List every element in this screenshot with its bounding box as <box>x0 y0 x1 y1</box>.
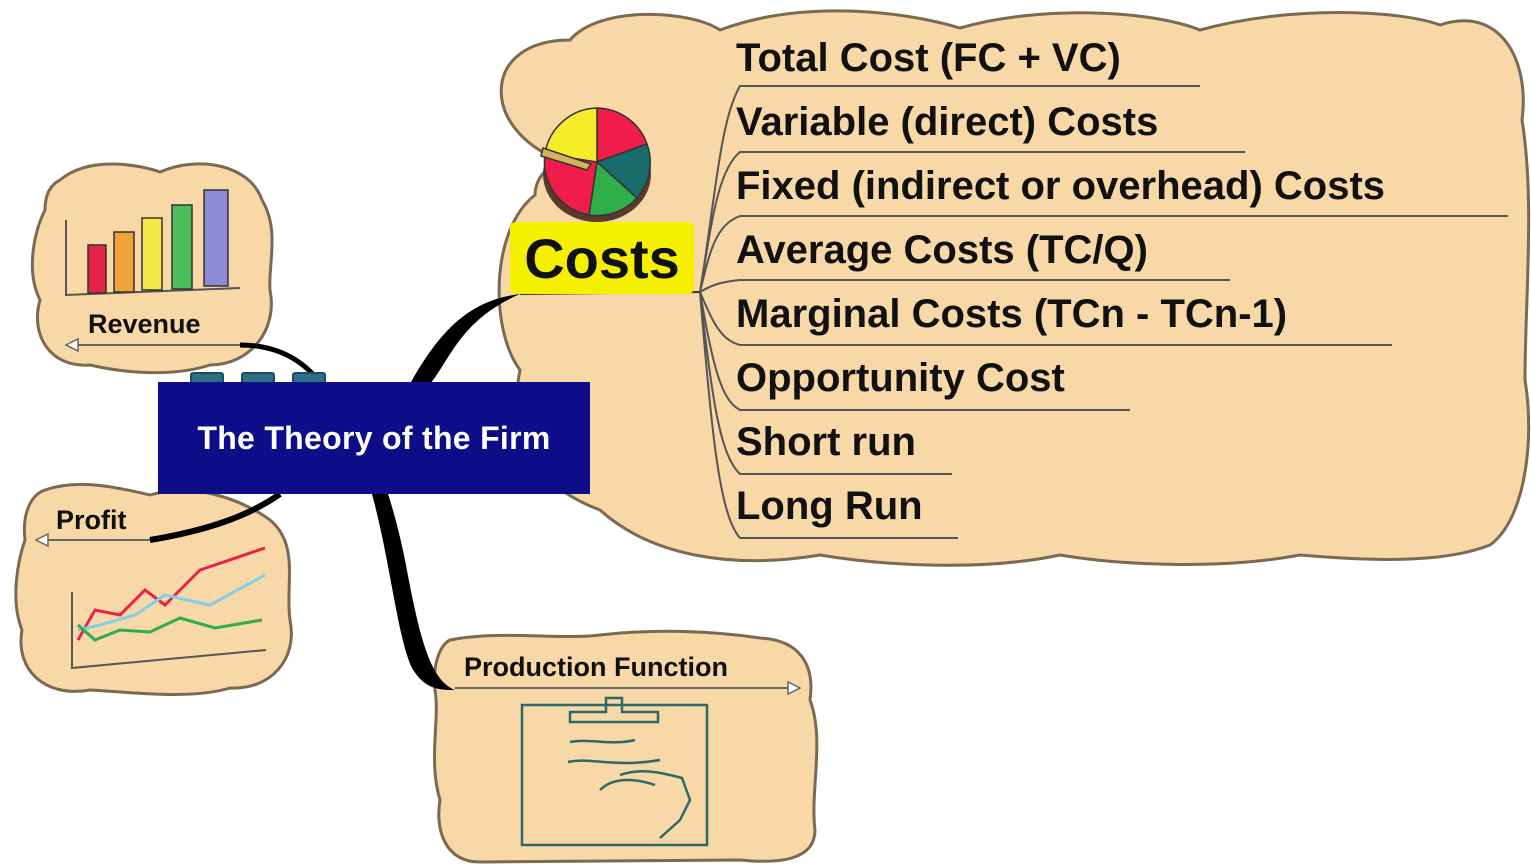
production-arrow-icon <box>787 680 802 696</box>
connector-profit <box>149 491 282 543</box>
revenue-arrow-icon <box>64 337 79 353</box>
cost-item-average-costs[interactable]: Average Costs (TC/Q) <box>736 228 1148 272</box>
costs-title: Costs <box>524 226 680 290</box>
profit-title[interactable]: Profit <box>56 505 127 535</box>
connector-costs <box>410 294 520 384</box>
branch-line-2 <box>699 151 1245 293</box>
cost-item-long-run[interactable]: Long Run <box>736 484 923 528</box>
cost-item-opportunity-cost[interactable]: Opportunity Cost <box>736 356 1065 400</box>
central-topic-title: The Theory of the Firm <box>197 419 551 456</box>
line-chart-icon <box>71 546 267 670</box>
branch-line-5 <box>699 291 1392 346</box>
pie-chart-icon <box>540 107 652 222</box>
cost-item-short-run[interactable]: Short run <box>736 420 916 464</box>
branch-line-6 <box>699 291 1130 411</box>
revenue-title[interactable]: Revenue <box>88 309 201 339</box>
cost-item-fixed-costs[interactable]: Fixed (indirect or overhead) Costs <box>736 164 1386 208</box>
connector-production <box>372 494 455 690</box>
costs-topic[interactable]: Costs <box>510 222 694 294</box>
cost-item-marginal-costs[interactable]: Marginal Costs (TCn - TCn-1) <box>736 292 1288 336</box>
branch-line-7 <box>699 291 952 475</box>
branch-line-8 <box>699 291 958 539</box>
bar-chart-icon <box>65 189 241 297</box>
clipboard-icon <box>520 696 709 847</box>
central-topic[interactable]: The Theory of the Firm <box>158 382 590 494</box>
cost-item-branches <box>699 85 1508 539</box>
cost-item-total-cost[interactable]: Total Cost (FC + VC) <box>736 36 1121 80</box>
costs-bubble <box>497 9 1531 567</box>
production-function-title[interactable]: Production Function <box>464 652 728 682</box>
branch-line-3 <box>699 215 1508 293</box>
profit-arrow-icon <box>34 532 49 548</box>
branch-line-4 <box>699 279 1230 293</box>
cost-item-variable-costs[interactable]: Variable (direct) Costs <box>736 100 1159 144</box>
